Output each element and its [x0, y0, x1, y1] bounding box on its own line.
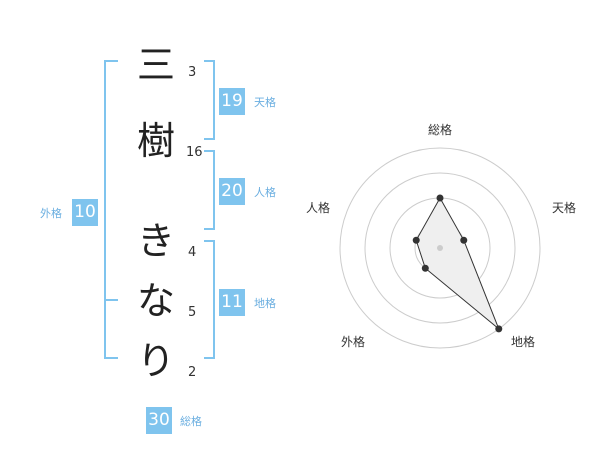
- jinkaku-label: 人格: [254, 186, 276, 199]
- radar-label-tenkaku: 天格: [552, 201, 577, 215]
- gaikaku-divider: [104, 299, 118, 301]
- radar-point-jinkaku: [412, 236, 420, 244]
- chikaku-bracket: [204, 240, 215, 359]
- name-char-4: な: [136, 279, 175, 323]
- soukaku-label: 総格: [180, 415, 202, 428]
- radar-point-tenkaku: [460, 236, 468, 244]
- stroke-count-3: 4: [188, 245, 197, 260]
- radar-center-dot: [437, 245, 443, 251]
- stroke-count-1: 3: [188, 65, 197, 80]
- soukaku-value: 30: [146, 407, 172, 434]
- name-char-3: き: [136, 219, 175, 263]
- tenkaku-label: 天格: [254, 96, 276, 109]
- radar-points: [412, 194, 503, 333]
- gaikaku-label: 外格: [40, 207, 62, 220]
- stroke-count-4: 5: [188, 305, 197, 320]
- chikaku-value: 11: [219, 289, 245, 316]
- jinkaku-value: 20: [219, 178, 245, 205]
- name-char-2: 樹: [136, 119, 175, 163]
- jinkaku-bracket: [204, 150, 215, 230]
- radar-score-polygon: [415, 196, 500, 330]
- radar-point-chikaku: [495, 325, 503, 333]
- radar-label-jinkaku: 人格: [306, 201, 331, 215]
- radar-point-soukaku: [436, 194, 444, 202]
- stroke-count-5: 2: [188, 365, 197, 380]
- gaikaku-bracket: [104, 60, 118, 359]
- radar-ring: [339, 147, 541, 349]
- gaikaku-value: 10: [72, 199, 98, 226]
- radar-point-gaikaku: [421, 264, 429, 272]
- tenkaku-value: 19: [219, 88, 245, 115]
- radar-label-gaikaku: 外格: [341, 335, 366, 349]
- chikaku-label: 地格: [254, 297, 276, 310]
- name-char-5: り: [136, 339, 175, 383]
- radar-label-chikaku: 地格: [511, 335, 536, 349]
- stroke-count-2: 16: [186, 145, 203, 160]
- tenkaku-bracket: [204, 60, 215, 140]
- name-char-1: 三: [136, 43, 175, 87]
- radar-ring: [364, 172, 516, 324]
- radar-label-soukaku: 総格: [428, 123, 453, 137]
